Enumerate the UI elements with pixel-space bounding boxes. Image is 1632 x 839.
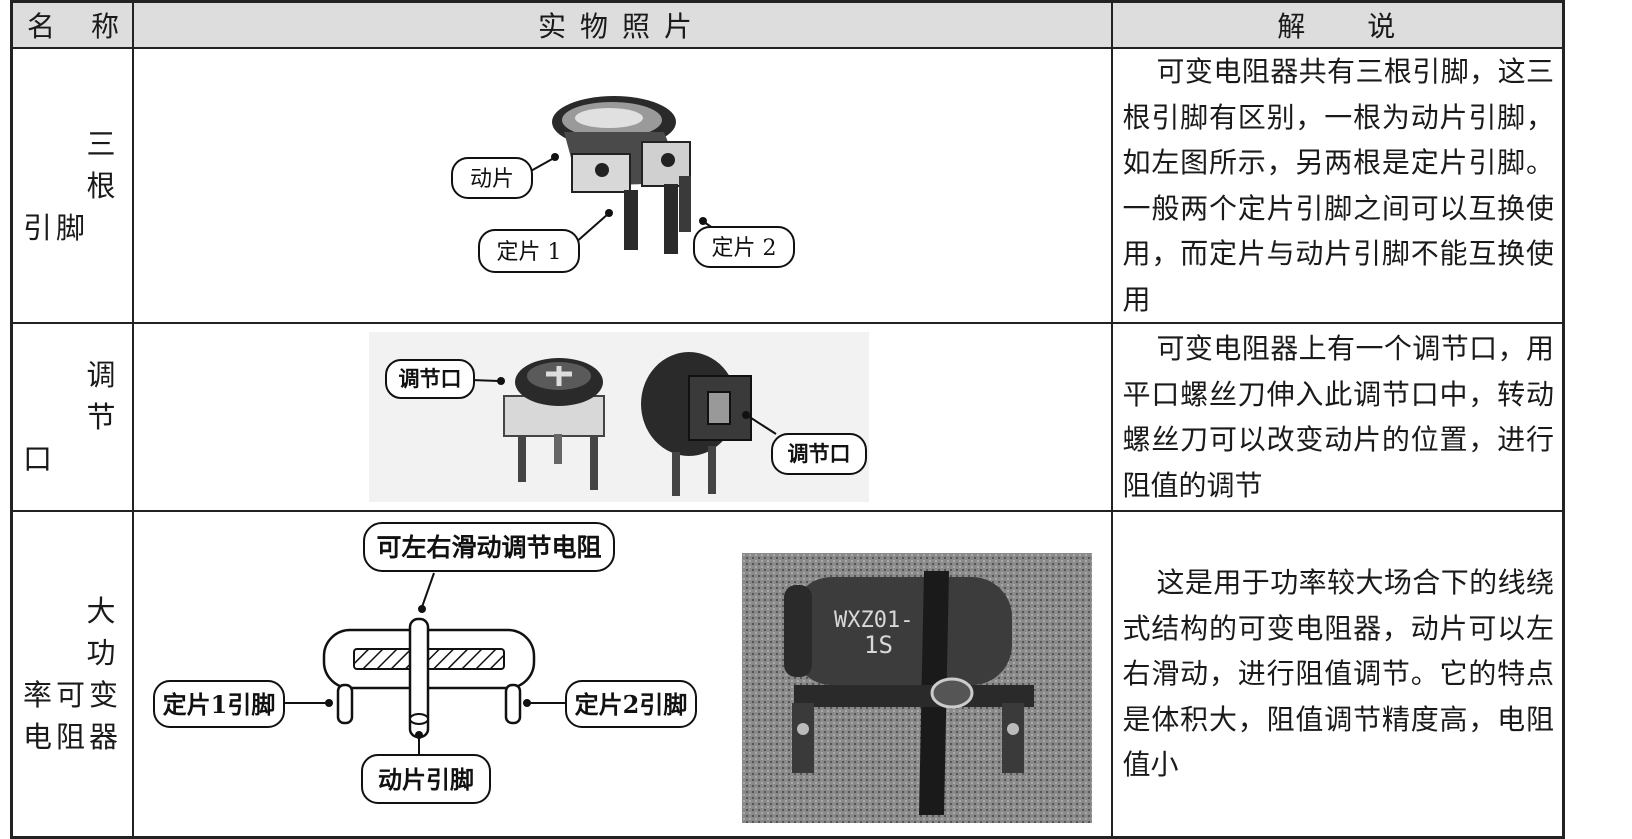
svg-text:可左右滑动调节电阻: 可左右滑动调节电阻 <box>376 533 601 562</box>
label-wiper: 动片 <box>450 156 533 199</box>
svg-text:定片 2: 定片 2 <box>711 236 776 261</box>
svg-text:动片引脚: 动片引脚 <box>378 765 474 794</box>
svg-text:调节口: 调节口 <box>398 366 461 391</box>
three-pins-illustration: 动片 定片 1 定片 2 <box>450 95 795 273</box>
label-wiper-pin: 动片引脚 <box>360 753 491 804</box>
table-row: 调 节 口 <box>10 322 1565 512</box>
label-slide-adjust: 可左右滑动调节电阻 <box>362 521 615 572</box>
row-name: 大 功 率可变电阻器 <box>10 510 134 838</box>
label-fixed-2: 定片 2 <box>692 225 795 268</box>
row-description: 可变电阻器上有一个调节口，用平口螺丝刀伸入此调节口中，转动螺丝刀可以改变动片的位… <box>1110 322 1565 512</box>
svg-text:定片1引脚: 定片1引脚 <box>162 690 275 719</box>
trimmer-photo-left <box>502 358 605 490</box>
power-resistor-photo: WXZ01- 1S <box>741 552 1092 823</box>
label-fixed-1-pin: 定片1引脚 <box>152 679 285 728</box>
svg-text:1S: 1S <box>864 631 893 659</box>
label-slot-right: 调节口 <box>770 433 867 475</box>
variable-resistor-table: 名称 实物照片 解说 三 根 引脚 <box>10 0 1565 839</box>
table-row: 三 根 引脚 <box>10 47 1565 324</box>
label-fixed-1: 定片 1 <box>477 228 580 273</box>
header-name: 名称 <box>10 0 134 49</box>
row-description: 可变电阻器共有三根引脚，这三根引脚有区别，一根为动片引脚，如左图所示，另两根是定… <box>1110 47 1565 324</box>
svg-text:定片 1: 定片 1 <box>496 240 561 265</box>
table-row: 大 功 率可变电阻器 <box>10 510 1565 838</box>
row-description: 这是用于功率较大场合下的线绕式结构的可变电阻器，动片可以左右滑动，进行阻值调节。… <box>1110 510 1565 838</box>
row-photo: 动片 定片 1 定片 2 <box>131 47 1113 324</box>
trimmer-photo-right <box>640 352 752 496</box>
header-row: 名称 实物照片 解说 <box>10 0 1565 49</box>
row-name: 调 节 口 <box>10 322 134 512</box>
trimmer-resistor-photo <box>551 95 691 254</box>
adjustment-slot-illustration: 调节口 调节口 <box>368 332 869 502</box>
slide-resistor-schematic <box>322 617 535 738</box>
svg-text:定片2引脚: 定片2引脚 <box>574 690 687 719</box>
row-name: 三 根 引脚 <box>10 47 134 324</box>
power-resistor-illustration: 可左右滑动调节电阻 定片1引脚 定片2引脚 动片引脚 <box>152 521 1092 823</box>
svg-text:调节口: 调节口 <box>787 441 850 466</box>
header-description: 解说 <box>1110 0 1565 49</box>
header-photo: 实物照片 <box>131 0 1113 49</box>
svg-text:WXZ01-: WXZ01- <box>834 608 913 633</box>
label-slot-left: 调节口 <box>384 359 475 399</box>
row-photo: 可左右滑动调节电阻 定片1引脚 定片2引脚 动片引脚 <box>131 510 1113 838</box>
row-photo: 调节口 调节口 <box>131 322 1113 512</box>
svg-text:动片: 动片 <box>469 167 513 192</box>
label-fixed-2-pin: 定片2引脚 <box>564 679 697 728</box>
